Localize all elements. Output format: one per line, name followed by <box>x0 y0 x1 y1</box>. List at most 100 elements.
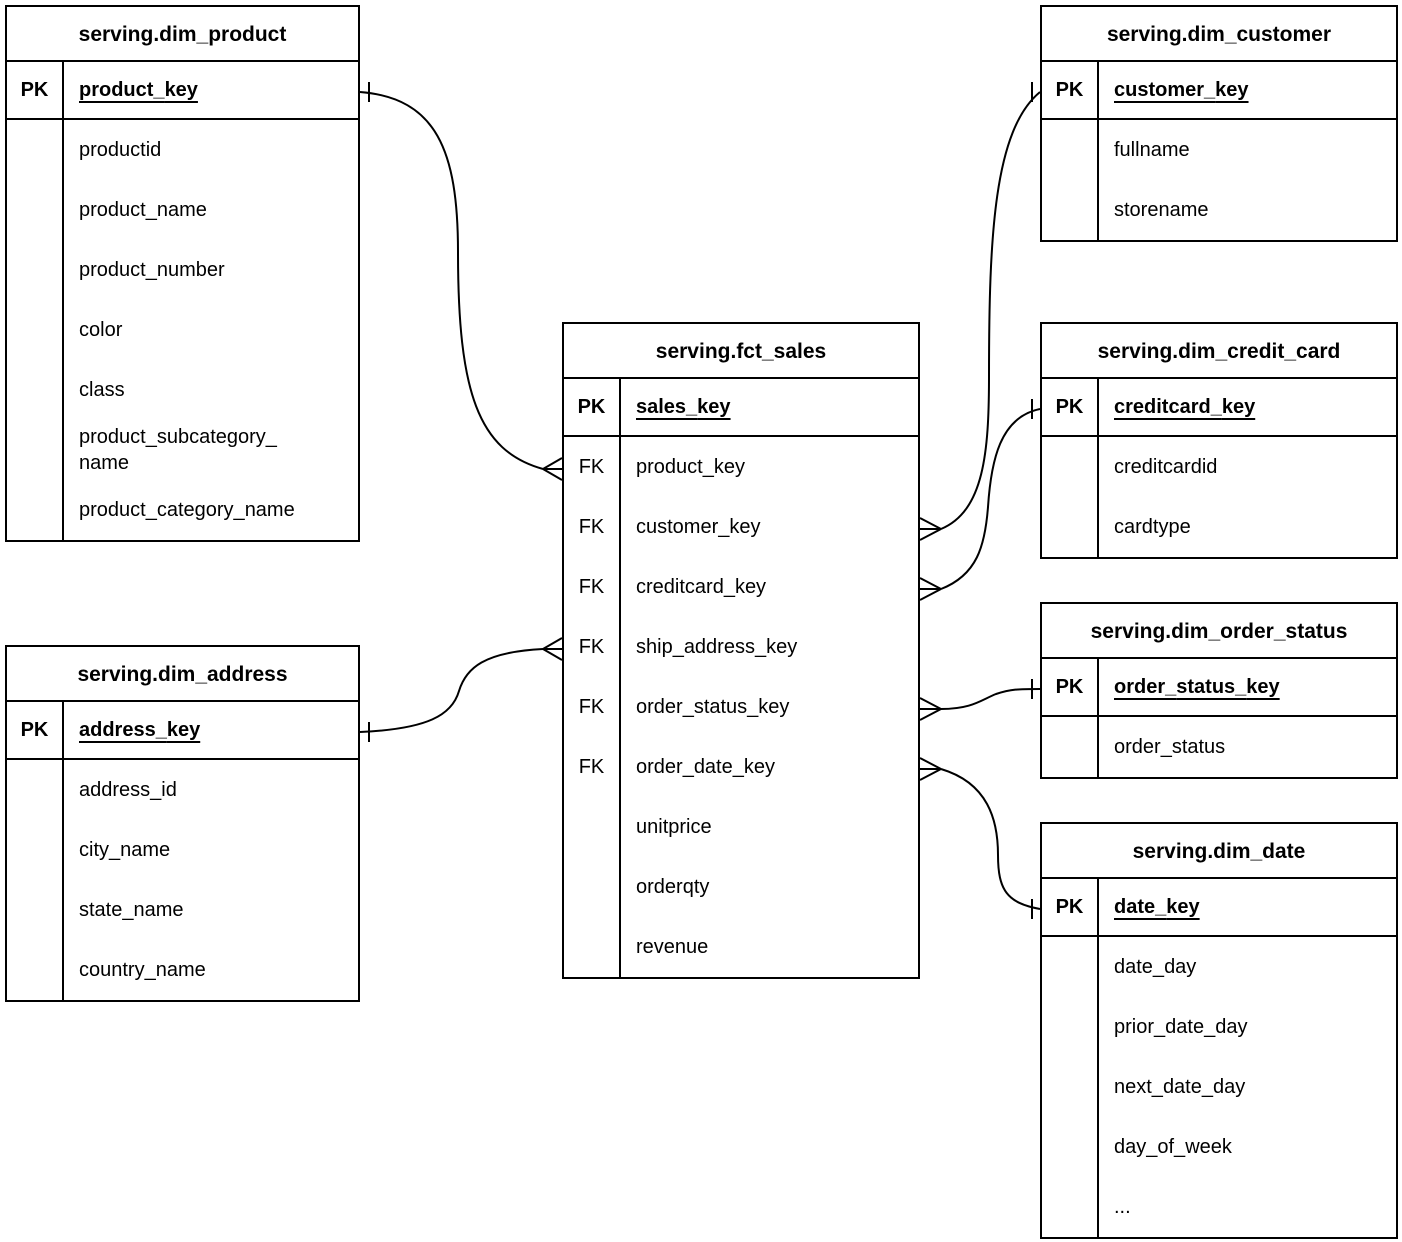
many-cardinality-crowfoot <box>542 637 563 661</box>
field-name: state_name <box>79 898 184 921</box>
key-label: PK <box>7 62 64 118</box>
key-label <box>1042 997 1099 1057</box>
key-label <box>7 300 64 360</box>
key-label <box>1042 1177 1099 1237</box>
relationship-creditcard-key <box>919 399 1041 601</box>
field-row: ... <box>1042 1177 1396 1237</box>
field-name: product_category_name <box>79 498 295 521</box>
key-label <box>1042 1057 1099 1117</box>
primary-key-row: PK date_key <box>1042 879 1396 937</box>
key-label: FK <box>564 617 621 677</box>
relationship-customer-key <box>919 82 1041 541</box>
field-name: creditcard_key <box>1114 395 1256 418</box>
table-title: serving.dim_order_status <box>1042 604 1396 659</box>
field-name: customer_key <box>636 515 761 538</box>
key-label <box>1042 937 1099 997</box>
table-title: serving.fct_sales <box>564 324 918 379</box>
primary-key-row: PK product_key <box>7 62 358 120</box>
field-name: product_number <box>79 258 225 281</box>
table-title: serving.dim_address <box>7 647 358 702</box>
field-name: order_status_key <box>636 695 790 718</box>
table-title: serving.dim_customer <box>1042 7 1396 62</box>
field-name: day_of_week <box>1114 1135 1232 1158</box>
field-name: productid <box>79 138 162 161</box>
key-label <box>564 857 621 917</box>
relationship-order-date-key <box>919 757 1041 919</box>
relationship-wire <box>940 768 1041 910</box>
field-name: order_status_key <box>1114 675 1280 698</box>
key-label <box>1042 180 1099 240</box>
field-name: cardtype <box>1114 515 1191 538</box>
key-label <box>7 360 64 420</box>
relationship-wire <box>359 91 544 470</box>
key-label <box>7 480 64 540</box>
field-row: order_status <box>1042 717 1396 777</box>
many-cardinality-crowfoot <box>919 757 942 781</box>
field-name: unitprice <box>636 815 712 838</box>
key-label <box>7 240 64 300</box>
key-label <box>7 180 64 240</box>
many-cardinality-crowfoot <box>919 697 942 721</box>
field-row: product_number <box>7 240 358 300</box>
field-row: FK product_key <box>564 437 918 497</box>
many-cardinality-crowfoot <box>919 577 942 601</box>
field-name: creditcardid <box>1114 455 1218 478</box>
key-label <box>7 820 64 880</box>
field-name: address_key <box>79 718 201 741</box>
field-name: product_key <box>636 455 745 478</box>
table-title: serving.dim_credit_card <box>1042 324 1396 379</box>
field-row: product_name <box>7 180 358 240</box>
field-row: cardtype <box>1042 497 1396 557</box>
field-row: FK order_status_key <box>564 677 918 737</box>
relationship-wire <box>940 408 1041 590</box>
relationship-product-key <box>359 82 563 481</box>
key-label: PK <box>1042 879 1099 935</box>
field-row: product_category_name <box>7 480 358 540</box>
key-label: FK <box>564 497 621 557</box>
relationship-wire <box>940 91 1041 530</box>
key-label <box>7 880 64 940</box>
field-name: product_subcategory_name <box>79 425 277 474</box>
field-name: fullname <box>1114 138 1190 161</box>
field-row: creditcardid <box>1042 437 1396 497</box>
field-row: storename <box>1042 180 1396 240</box>
key-label: PK <box>1042 62 1099 118</box>
field-name: class <box>79 378 125 401</box>
field-name: orderqty <box>636 875 710 898</box>
key-label <box>1042 437 1099 497</box>
table-title: serving.dim_date <box>1042 824 1396 879</box>
field-name: date_key <box>1114 895 1200 918</box>
field-row: state_name <box>7 880 358 940</box>
field-row: day_of_week <box>1042 1117 1396 1177</box>
field-name: revenue <box>636 935 709 958</box>
field-row: country_name <box>7 940 358 1000</box>
relationship-ship-address-key <box>359 637 563 742</box>
field-name: product_key <box>79 78 198 101</box>
field-name: order_status <box>1114 735 1226 758</box>
key-label <box>7 120 64 180</box>
field-name: creditcard_key <box>636 575 767 598</box>
field-name: country_name <box>79 958 206 981</box>
field-row: FK customer_key <box>564 497 918 557</box>
field-row: city_name <box>7 820 358 880</box>
key-label: FK <box>564 437 621 497</box>
field-name: date_day <box>1114 955 1197 978</box>
key-label: FK <box>564 677 621 737</box>
field-name: order_date_key <box>636 755 775 778</box>
key-label <box>1042 120 1099 180</box>
field-row: fullname <box>1042 120 1396 180</box>
